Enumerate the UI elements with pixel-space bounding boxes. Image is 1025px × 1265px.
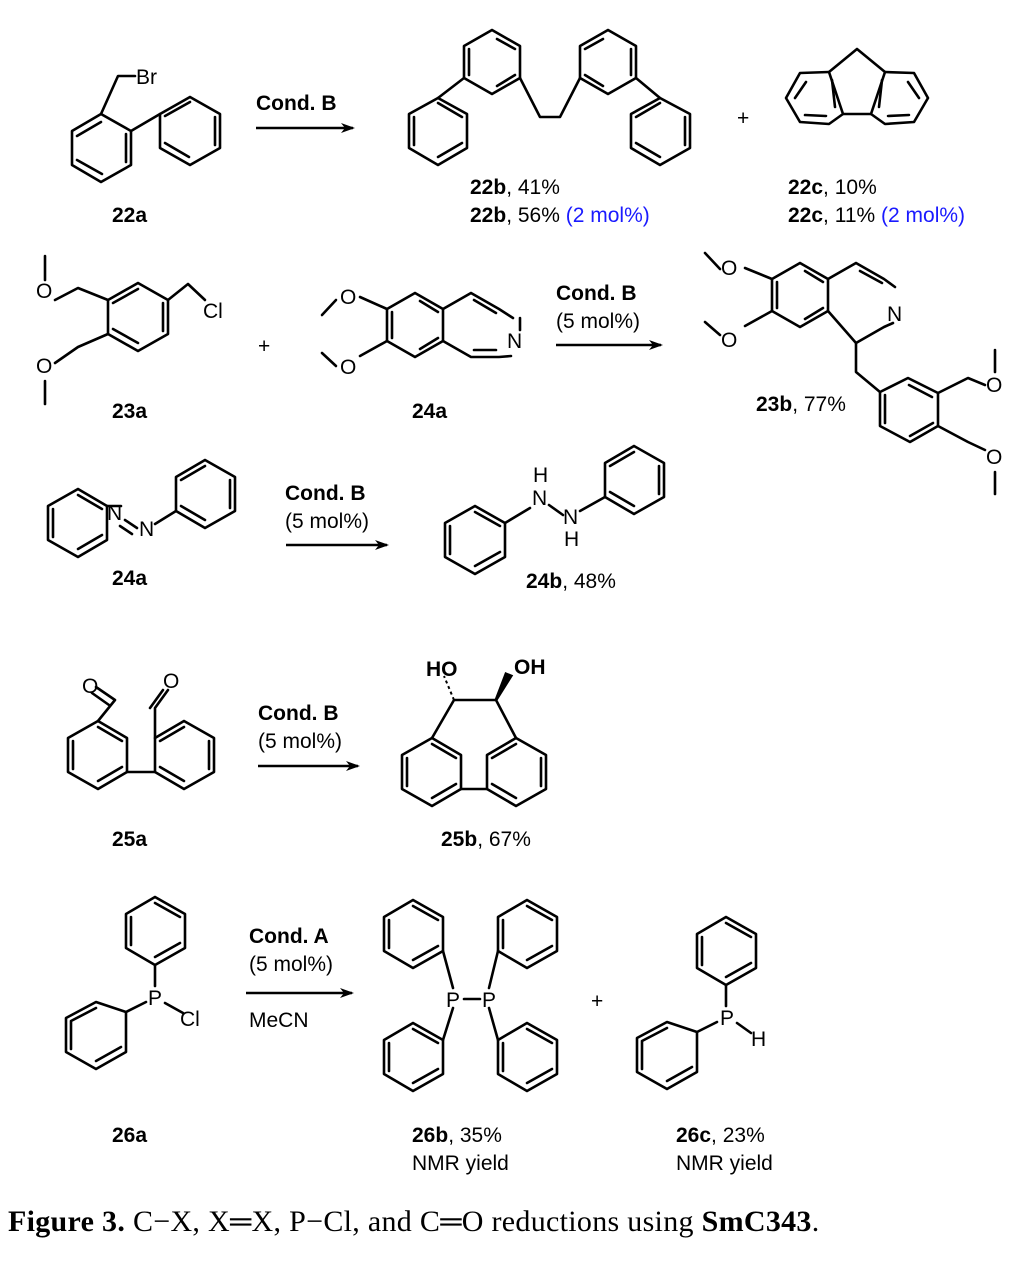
oxygen-atom: O	[986, 446, 1002, 469]
label-23a: 23a	[112, 400, 147, 423]
label-22a: 22a	[112, 204, 147, 227]
figure-caption: Figure 3. C−X, X═X, P−Cl, and C═O reduct…	[8, 1205, 1018, 1239]
nitrogen-atom: N	[107, 502, 122, 525]
compound-26a: P Cl	[64, 895, 200, 1071]
plus-sign: +	[737, 107, 749, 130]
compound-24a-isoquinoline: N O O	[320, 286, 522, 379]
hydroxyl-group: OH	[514, 656, 546, 679]
oxygen-atom: O	[721, 329, 737, 352]
caption-end: .	[811, 1205, 820, 1238]
label-24a: 24a	[412, 400, 447, 423]
compound-24a-azobenzene: N N	[46, 458, 237, 559]
compound-22a: Br	[70, 66, 222, 184]
hydrogen-atom: H	[564, 528, 579, 551]
compound-24b: N H N H	[443, 444, 666, 576]
yield-24b: 24b, 48%	[526, 570, 616, 593]
caption-compound: SmC343	[701, 1205, 812, 1238]
nitrogen-atom: N	[507, 330, 522, 353]
compound-26b: P P	[382, 898, 559, 1093]
compound-23a: Cl O O	[36, 254, 223, 406]
yield-note-26c: NMR yield	[676, 1152, 773, 1175]
oxygen-atom: O	[36, 355, 52, 378]
plus-sign: +	[258, 335, 270, 358]
oxygen-atom: O	[36, 280, 52, 303]
compound-22c	[784, 47, 930, 126]
oxygen-atom: O	[340, 356, 356, 379]
compound-25a: O O	[66, 670, 216, 791]
compound-26c: P H	[635, 915, 766, 1091]
caption-text: C−X, X═X, P−Cl, and C═O reductions using	[125, 1205, 702, 1238]
hydrogen-atom: H	[751, 1028, 766, 1051]
yield-26b: 26b, 35%	[412, 1124, 502, 1147]
condition-label: Cond. B	[556, 282, 636, 305]
condition-label: Cond. B	[285, 482, 365, 505]
chlorine-atom: Cl	[180, 1008, 200, 1031]
nitrogen-atom: N	[563, 506, 578, 529]
ch2-bond	[99, 74, 137, 116]
hydroxyl-group: HO	[426, 658, 458, 681]
oxygen-atom: O	[82, 675, 98, 698]
label-24a-azo: 24a	[112, 567, 147, 590]
compound-22b	[407, 28, 692, 167]
nitrogen-atom: N	[887, 303, 902, 326]
yield-26c: 26c, 23%	[676, 1124, 765, 1147]
yield-25b: 25b, 67%	[441, 828, 531, 851]
chlorine-atom: Cl	[203, 300, 223, 323]
bromine-atom: Br	[136, 66, 157, 89]
phosphorus-atom: P	[482, 989, 496, 1012]
yield-22c-2mol: 22c, 11% (2 mol%)	[788, 204, 965, 227]
figure-label: Figure 3.	[8, 1205, 126, 1238]
benzene-ring	[70, 112, 133, 184]
phosphorus-atom: P	[148, 987, 162, 1010]
oxygen-atom: O	[986, 374, 1002, 397]
compound-25b: HO OH	[400, 656, 548, 808]
biaryl-bond	[129, 112, 162, 133]
oxygen-atom: O	[340, 286, 356, 309]
yield-note-26b: NMR yield	[412, 1152, 509, 1175]
nitrogen-atom: N	[532, 487, 547, 510]
catalyst-loading: (5 mol%)	[556, 310, 640, 333]
compound-23b: N O O O O	[703, 251, 1002, 496]
label-26a: 26a	[112, 1124, 147, 1147]
condition-label: Cond. B	[258, 702, 338, 725]
condition-label: Cond. A	[249, 925, 329, 948]
nitrogen-atom: N	[139, 518, 154, 541]
catalyst-loading: (5 mol%)	[285, 510, 369, 533]
yield-22c: 22c, 10%	[788, 176, 877, 199]
label-25a: 25a	[112, 828, 147, 851]
phosphorus-atom: P	[446, 989, 460, 1012]
yield-23b: 23b, 77%	[756, 393, 846, 416]
oxygen-atom: O	[163, 670, 179, 693]
catalyst-loading: (5 mol%)	[249, 953, 333, 976]
solvent-label: MeCN	[249, 1009, 309, 1032]
yield-22b: 22b, 41%	[470, 176, 560, 199]
oxygen-atom: O	[721, 257, 737, 280]
yield-22b-2mol: 22b, 56% (2 mol%)	[470, 204, 650, 227]
phosphorus-atom: P	[720, 1007, 734, 1030]
catalyst-loading: (5 mol%)	[258, 730, 342, 753]
hydrogen-atom: H	[533, 464, 548, 487]
plus-sign: +	[591, 990, 603, 1013]
condition-label: Cond. B	[256, 92, 336, 115]
benzene-ring	[158, 95, 222, 167]
reaction-scheme: Br 22a Cond. B 22b, 41% 22b, 56% (2 mol%…	[36, 28, 1002, 1175]
